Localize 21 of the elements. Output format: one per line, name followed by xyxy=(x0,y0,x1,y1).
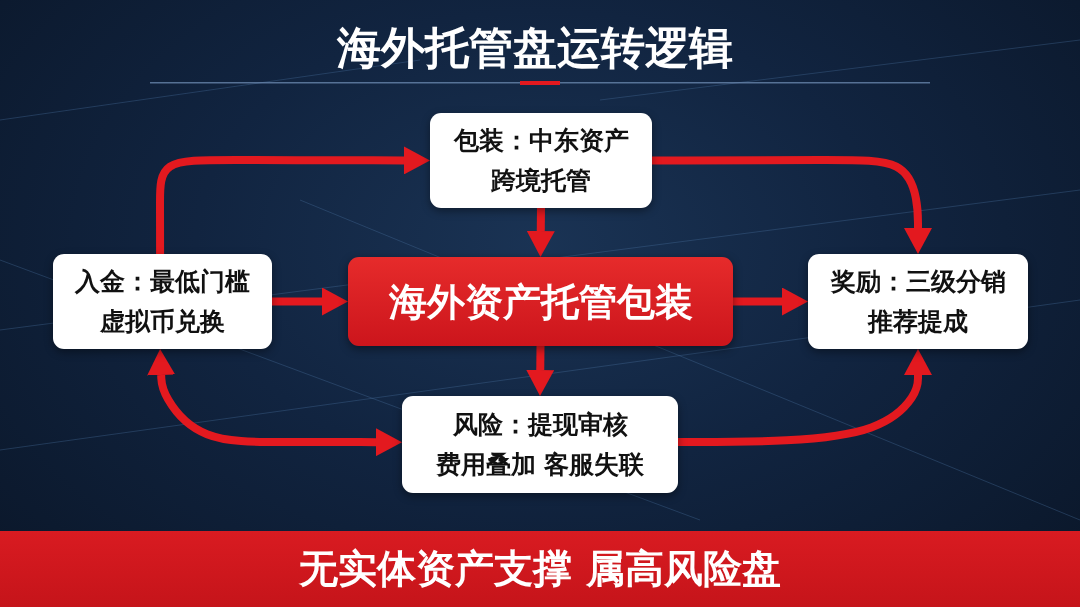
highlight-box xyxy=(348,257,733,346)
highlight-text: 海外资产托管包装 xyxy=(388,278,693,326)
arrow xyxy=(678,349,932,446)
arrow xyxy=(156,146,430,254)
box-text: 风险：提现审核费用叠加 客服失联 xyxy=(435,408,645,481)
box-text: 入金：最低门槛虚拟币兑换 xyxy=(75,265,250,338)
banner-text: 无实体资产支撑 属高风险盘 xyxy=(299,545,781,593)
arrow xyxy=(147,349,402,457)
arrow xyxy=(526,345,555,396)
box-text: 包装：中东资产跨境托管 xyxy=(453,124,629,197)
warning-banner xyxy=(0,531,1080,607)
box-text: 奖励：三级分销推荐提成 xyxy=(830,265,1006,338)
arrow xyxy=(733,287,808,316)
arrow xyxy=(652,156,932,254)
process-box xyxy=(430,113,652,208)
title: 海外托管盘运转逻辑 xyxy=(337,22,733,74)
process-box xyxy=(808,254,1028,349)
arrow xyxy=(526,207,555,257)
arrow xyxy=(272,287,348,316)
process-box xyxy=(402,396,678,493)
process-box xyxy=(53,254,272,349)
